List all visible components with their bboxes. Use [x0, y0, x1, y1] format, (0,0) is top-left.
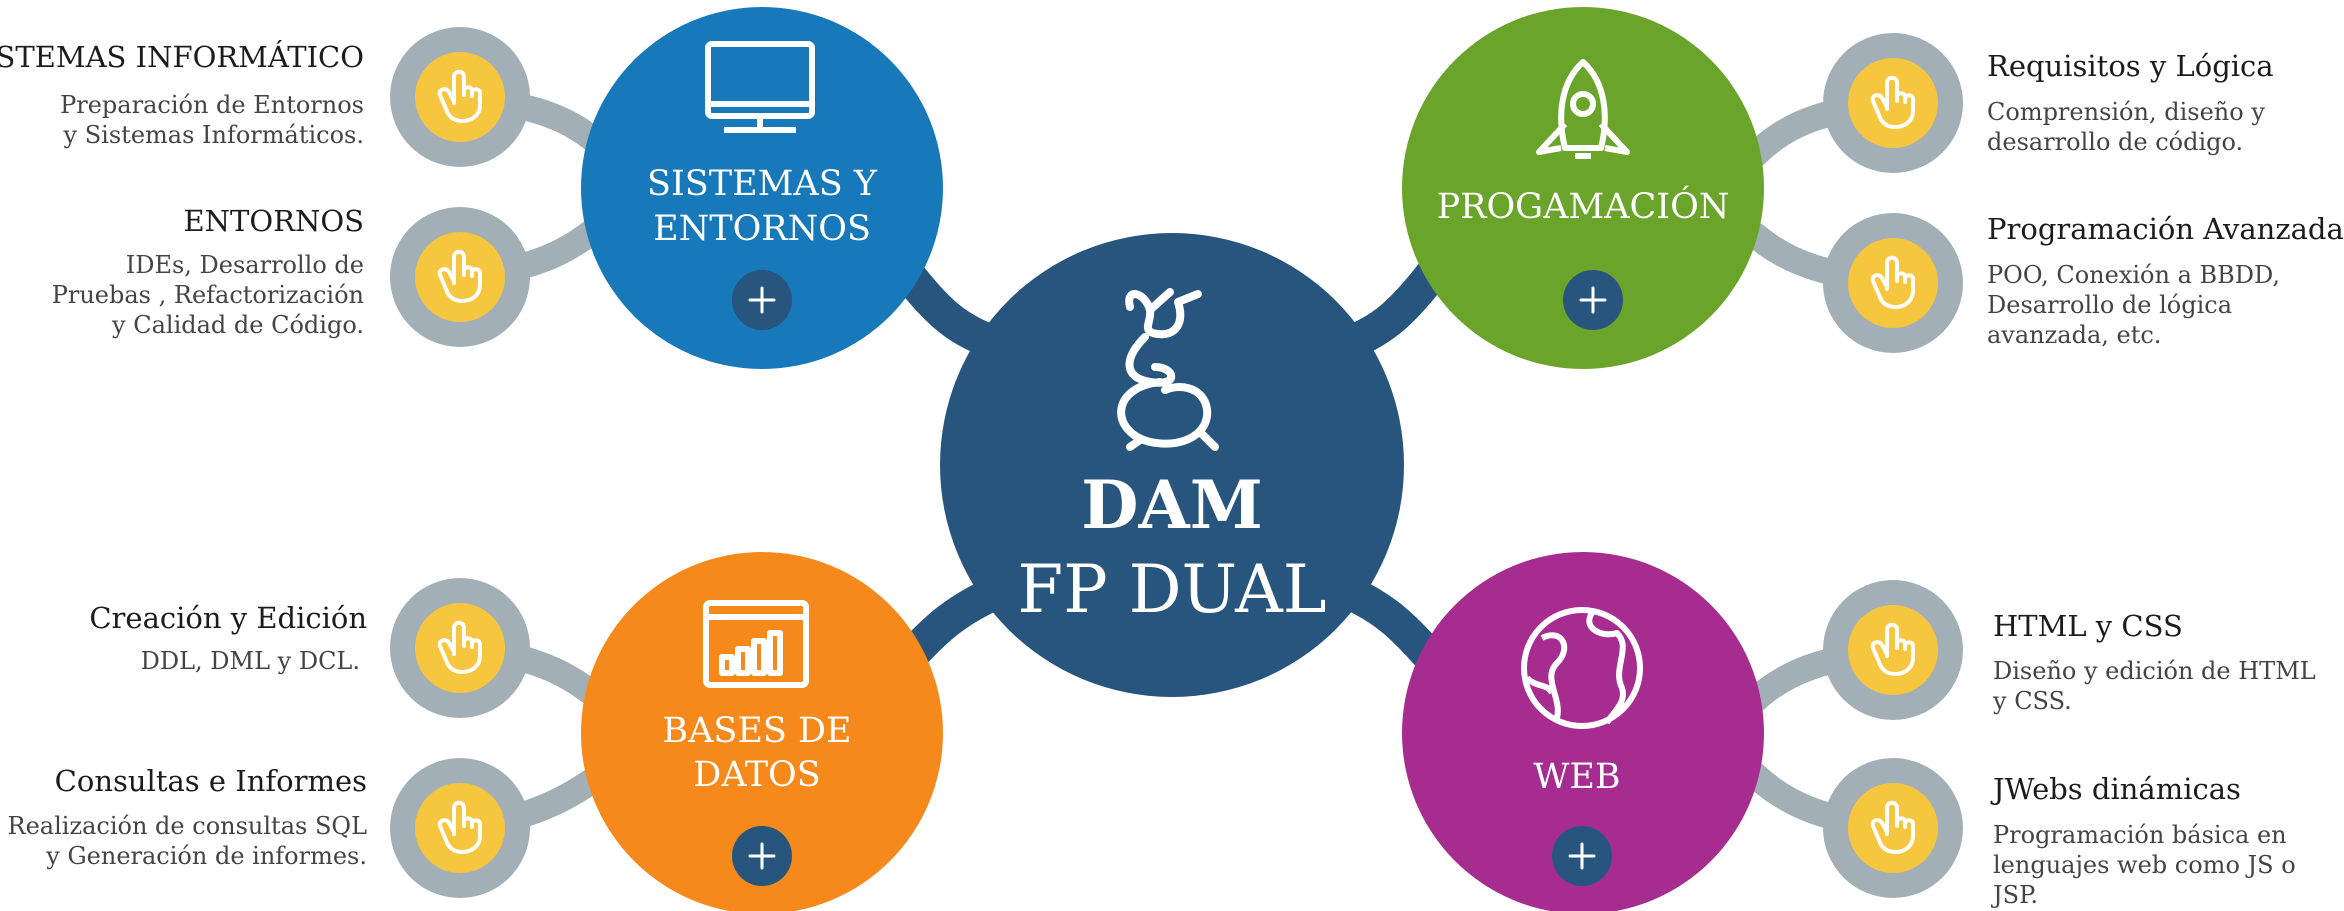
module-programacion-circle[interactable] [1402, 7, 1764, 369]
module-programacion-title-line1: PROGAMACIÓN [1437, 185, 1730, 227]
sub-node-core [1848, 58, 1938, 148]
sub-item-desc: Comprensión, diseño y [1987, 98, 2265, 126]
label-web-1: HTML y CSS Diseño y edición de HTML y CS… [1992, 609, 2316, 715]
dancing-figure-logo-icon [1117, 288, 1219, 451]
plus-glyph [1579, 286, 1607, 314]
module-bases[interactable]: BASES DE DATOS [581, 552, 943, 911]
hand-pointer-icon [437, 69, 482, 123]
sub-item-desc: Diseño y edición de HTML [1993, 657, 2316, 685]
expand-web-button[interactable] [1552, 826, 1612, 886]
sub-item-desc: Realización de consultas SQL [8, 812, 368, 840]
label-bases-2: Consultas e Informes Realización de cons… [8, 764, 368, 870]
hand-pointer-icon [437, 800, 482, 854]
hand-pointer-icon [1870, 800, 1915, 854]
sub-item-desc: POO, Conexión a BBDD, [1987, 261, 2280, 289]
sub-item-desc: DDL, DML y DCL. [141, 647, 360, 675]
sub-item-desc: Desarrollo de lógica [1987, 291, 2232, 319]
sub-item-desc: lenguajes web como JS o [1993, 851, 2296, 879]
sub-item-desc: IDEs, Desarrollo de [126, 251, 364, 279]
module-bases-circle[interactable] [581, 552, 943, 911]
sub-node-core [1848, 238, 1938, 328]
sub-item-desc: desarrollo de código. [1987, 128, 2243, 156]
center-circle [940, 233, 1404, 697]
sub-item-title: SISTEMAS INFORMÁTICO [0, 39, 364, 74]
rocket-icon [1536, 59, 1630, 159]
module-sistemas-circle[interactable] [581, 7, 943, 369]
module-bases-title-line1: BASES DE [662, 711, 851, 751]
label-sistemas-2: ENTORNOS IDEs, Desarrollo de Pruebas , R… [52, 204, 364, 339]
sub-node-programacion-2[interactable] [1823, 213, 1963, 353]
center-subtitle: FP DUAL [1017, 551, 1326, 628]
sub-item-title: HTML y CSS [1993, 609, 2183, 643]
sub-item-desc: y CSS. [1992, 687, 2072, 715]
hand-pointer-icon [1870, 622, 1915, 676]
sub-item-desc: y Generación de informes. [45, 842, 367, 870]
module-web[interactable]: WEB [1402, 552, 1764, 911]
sub-item-desc: y Calidad de Código. [111, 311, 364, 339]
plus-glyph [748, 842, 776, 870]
label-bases-1: Creación y Edición DDL, DML y DCL. [89, 601, 367, 675]
sub-node-sistemas-1[interactable] [390, 27, 530, 167]
label-programacion-1: Requisitos y Lógica Comprensión, diseño … [1987, 49, 2274, 156]
expand-sistemas-button[interactable] [732, 270, 792, 330]
monitor-icon [705, 41, 815, 133]
sub-node-programacion-1[interactable] [1823, 33, 1963, 173]
module-web-title-line1: WEB [1533, 757, 1620, 797]
sub-item-title: Consultas e Informes [55, 764, 367, 798]
sub-item-desc: Programación básica en [1993, 821, 2287, 849]
sub-item-desc: Pruebas , Refactorización [52, 281, 364, 309]
globe-icon [1521, 607, 1643, 729]
expand-bases-button[interactable] [732, 826, 792, 886]
sub-item-desc: Preparación de Entornos [60, 91, 364, 119]
module-bases-title-line2: DATOS [693, 755, 820, 795]
module-programacion[interactable]: PROGAMACIÓN [1402, 7, 1764, 369]
module-web-circle[interactable] [1402, 552, 1764, 911]
module-sistemas[interactable]: SISTEMAS Y ENTORNOS [581, 7, 943, 369]
center-title: DAM [1081, 466, 1263, 544]
module-sistemas-title-line1: SISTEMAS Y [647, 164, 878, 204]
hand-pointer-icon [437, 249, 482, 303]
plus-glyph [748, 286, 776, 314]
center-node: DAM FP DUAL [940, 233, 1404, 697]
label-programacion-2: Programación Avanzada POO, Conexión a BB… [1987, 212, 2344, 349]
label-web-2: JWebs dinámicas Programación básica en l… [1990, 772, 2296, 909]
label-sistemas-1: SISTEMAS INFORMÁTICO Preparación de Ento… [0, 39, 364, 149]
sub-item-title: ENTORNOS [183, 204, 364, 238]
sub-item-title: Creación y Edición [89, 601, 367, 635]
sub-item-title: JWebs dinámicas [1990, 772, 2241, 806]
sub-node-core [415, 52, 505, 142]
sub-node-core [1848, 783, 1938, 873]
sub-item-desc: y Sistemas Informáticos. [63, 121, 364, 149]
expand-programacion-button[interactable] [1563, 270, 1623, 330]
hand-pointer-icon [437, 620, 482, 674]
sub-item-desc: avanzada, etc. [1987, 321, 2161, 349]
sub-node-core [415, 783, 505, 873]
sub-node-core [415, 232, 505, 322]
sub-node-web-2[interactable] [1823, 758, 1963, 898]
sub-item-desc: JSP. [1990, 881, 2038, 909]
sub-node-core [415, 603, 505, 693]
sub-item-title: Programación Avanzada [1987, 212, 2344, 246]
module-sistemas-title-line2: ENTORNOS [653, 209, 871, 249]
sub-node-bases-1[interactable] [390, 578, 530, 718]
plus-glyph [1568, 842, 1596, 870]
hand-pointer-icon [1870, 255, 1915, 309]
hand-pointer-icon [1870, 75, 1915, 129]
sub-item-title: Requisitos y Lógica [1987, 49, 2274, 83]
bar-chart-board-icon [703, 600, 809, 688]
sub-node-bases-2[interactable] [390, 758, 530, 898]
sub-node-core [1848, 605, 1938, 695]
sub-node-web-1[interactable] [1823, 580, 1963, 720]
sub-node-sistemas-2[interactable] [390, 207, 530, 347]
